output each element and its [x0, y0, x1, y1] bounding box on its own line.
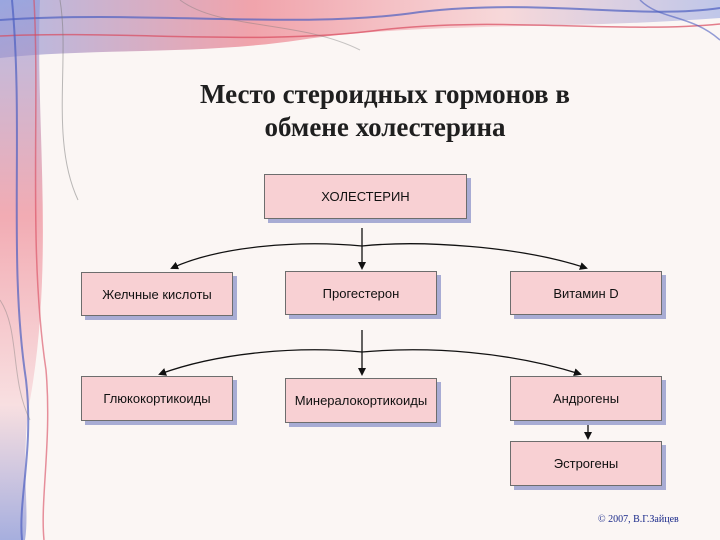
cholesterol-connector [170, 228, 588, 270]
node-progesterone: Прогестерон [285, 271, 437, 315]
node-estrogens: Эстрогены [510, 441, 662, 486]
node-vitamin-d: Витамин D [510, 271, 662, 315]
progesterone-connector [158, 330, 582, 377]
slide-title: Место стероидных гормонов в обмене холес… [90, 78, 680, 144]
node-progesterone-label: Прогестерон [322, 285, 400, 301]
node-vitamin-d-label: Витамин D [553, 285, 619, 301]
node-mineralocorticoids-label: Минералокортикоиды [294, 393, 428, 408]
node-bile-acids-label: Желчные кислоты [102, 286, 212, 302]
node-glucocorticoids: Глюкокортикоиды [81, 376, 233, 421]
title-line-2: обмене холестерина [264, 112, 506, 142]
node-mineralocorticoids: Минералокортикоиды [285, 378, 437, 423]
copyright-footer: © 2007, В.Г.Зайцев [598, 514, 679, 525]
node-cholesterol-label: ХОЛЕСТЕРИН [321, 189, 410, 204]
node-androgens-label: Андрогены [552, 391, 620, 406]
node-bile-acids: Желчные кислоты [81, 272, 233, 316]
node-glucocorticoids-label: Глюкокортикоиды [103, 391, 211, 406]
node-cholesterol: ХОЛЕСТЕРИН [264, 174, 467, 219]
node-androgens: Андрогены [510, 376, 662, 421]
title-line-1: Место стероидных гормонов в [200, 79, 570, 109]
node-estrogens-label: Эстрогены [553, 456, 619, 471]
